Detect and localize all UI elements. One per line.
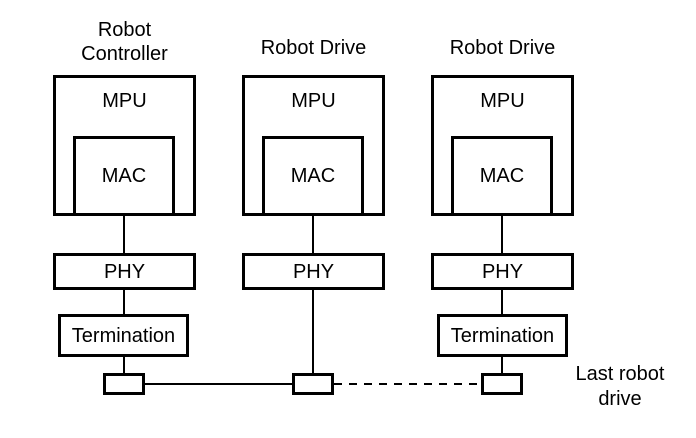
connector-line-phy-termination bbox=[501, 290, 503, 314]
robot-drive-label-1: Robot Drive bbox=[242, 36, 385, 60]
annotation-line-1: Last robot bbox=[575, 363, 665, 385]
connector-line-mpu-phy bbox=[501, 214, 503, 253]
bus-line-dashed bbox=[334, 383, 481, 385]
mac-label: MAC bbox=[479, 165, 525, 187]
termination-label: Termination bbox=[71, 324, 176, 347]
label-line-2: Controller bbox=[81, 43, 168, 65]
bus-connector-drive-1 bbox=[292, 373, 334, 395]
last-robot-drive-label: Last robot drive bbox=[557, 362, 683, 412]
label-line-1: Robot Drive bbox=[260, 37, 367, 59]
bus-connector-drive-2 bbox=[481, 373, 523, 395]
mpu-label: MPU bbox=[480, 90, 525, 112]
mac-box-drive-1: MAC bbox=[262, 136, 364, 216]
annotation-line-2: drive bbox=[598, 388, 642, 410]
mac-label: MAC bbox=[101, 165, 147, 187]
mac-label: MAC bbox=[290, 165, 336, 187]
bus-line-solid bbox=[145, 383, 292, 385]
robot-controller-label: Robot Controller bbox=[53, 18, 196, 66]
label-line-1: Robot bbox=[97, 19, 152, 41]
connector-line-mpu-phy bbox=[312, 214, 314, 253]
bus-connector-controller bbox=[103, 373, 145, 395]
phy-label: PHY bbox=[292, 260, 335, 283]
connector-line-termination-bus bbox=[501, 357, 503, 373]
termination-box-drive-2: Termination bbox=[437, 314, 568, 357]
robot-drive-label-2: Robot Drive bbox=[431, 36, 574, 60]
termination-label: Termination bbox=[450, 324, 555, 347]
connector-line-termination-bus bbox=[123, 357, 125, 373]
connector-line-mpu-phy bbox=[123, 214, 125, 253]
mpu-label: MPU bbox=[102, 90, 147, 112]
termination-box-controller: Termination bbox=[58, 314, 189, 357]
connector-line-phy-termination bbox=[123, 290, 125, 314]
connector-line-phy-bus bbox=[312, 290, 314, 373]
phy-box-controller: PHY bbox=[53, 253, 196, 290]
label-line-1: Robot Drive bbox=[449, 37, 556, 59]
phy-label: PHY bbox=[481, 260, 524, 283]
phy-box-drive-1: PHY bbox=[242, 253, 385, 290]
mac-box-drive-2: MAC bbox=[451, 136, 553, 216]
phy-label: PHY bbox=[103, 260, 146, 283]
mpu-label: MPU bbox=[291, 90, 336, 112]
mac-box-controller: MAC bbox=[73, 136, 175, 216]
phy-box-drive-2: PHY bbox=[431, 253, 574, 290]
